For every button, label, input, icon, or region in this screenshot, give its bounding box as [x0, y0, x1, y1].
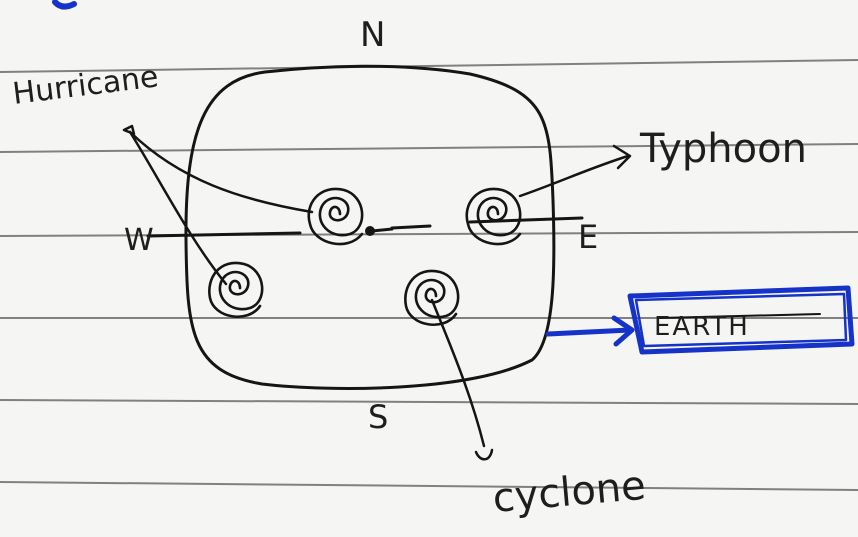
- ruled-lines: [0, 59, 858, 491]
- earth-pointer-arrow: [545, 315, 635, 347]
- label-north: N: [360, 15, 385, 55]
- label-hurricane: Hurricane: [11, 59, 161, 112]
- earth-outline: [184, 64, 556, 390]
- storm-spiral-hurricane-south: [208, 261, 264, 318]
- label-typhoon: Typhoon: [639, 126, 807, 172]
- earth-center-dot: [365, 226, 375, 236]
- label-cyclone: cyclone: [491, 463, 648, 522]
- blue-ink-mark: [52, 0, 77, 10]
- hurricane-pointers: [122, 124, 314, 286]
- equator-line: [146, 216, 584, 238]
- label-west: W: [124, 223, 154, 258]
- storm-spiral-cyclone: [404, 269, 460, 326]
- earth-label-box: [627, 285, 855, 355]
- equator-dash: [390, 224, 432, 230]
- label-south: S: [368, 398, 388, 436]
- storm-spiral-hurricane-north: [307, 187, 364, 246]
- label-earth: EARTH: [654, 312, 750, 342]
- typhoon-pointer: [518, 144, 632, 198]
- label-east: E: [578, 218, 598, 256]
- cyclone-pointer: [430, 298, 494, 461]
- storm-spiral-typhoon: [465, 187, 522, 246]
